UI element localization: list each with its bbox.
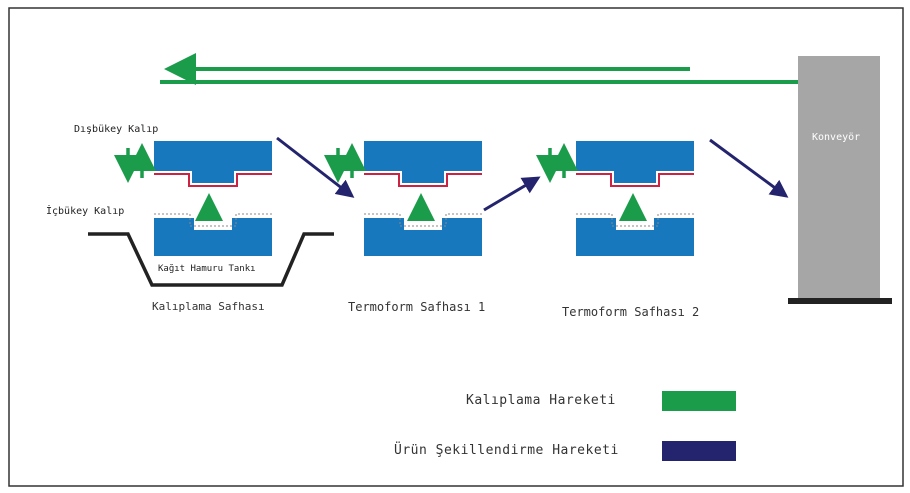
conveyor-base <box>788 298 892 304</box>
stage-label-molding: Kalıplama Safhası <box>152 300 265 313</box>
conveyor-label: Konveyör <box>812 132 861 143</box>
pulp-tank-label: Kağıt Hamuru Tankı <box>158 264 256 274</box>
thermoform-2-molds <box>536 141 694 256</box>
thermoform-1-molds <box>324 141 482 256</box>
legend-label-molding: Kalıplama Hareketi <box>466 393 616 408</box>
stage-label-thermoform-1: Termoform Safhası 1 <box>348 300 486 314</box>
concave-mold-1 <box>154 218 272 256</box>
product-layer-1 <box>154 173 272 187</box>
legend-swatch-molding <box>662 391 736 411</box>
conveyor-column <box>798 56 880 300</box>
molding-stage-molds <box>114 141 272 256</box>
transfer-arrow-3 <box>709 138 789 198</box>
convex-mold-3 <box>576 141 694 183</box>
convex-mold-label: Dışbükey Kalıp <box>74 124 159 135</box>
legend-label-shaping: Ürün Şekillendirme Hareketi <box>394 443 619 458</box>
product-layer-2 <box>364 173 482 187</box>
pulp-tank-outline <box>88 232 334 287</box>
concave-mold-3 <box>576 218 694 256</box>
product-layer-3 <box>576 173 694 187</box>
stage-label-thermoform-2: Termoform Safhası 2 <box>562 305 700 319</box>
transfer-arrow-1 <box>276 136 355 198</box>
convex-mold-2 <box>364 141 482 183</box>
concave-mold-2 <box>364 218 482 256</box>
transfer-arrow-2 <box>483 176 541 212</box>
convex-mold-1 <box>154 141 272 183</box>
legend-swatch-shaping <box>662 441 736 461</box>
diagram-border <box>8 7 904 487</box>
concave-mold-label: İçbükey Kalıp <box>46 206 125 217</box>
